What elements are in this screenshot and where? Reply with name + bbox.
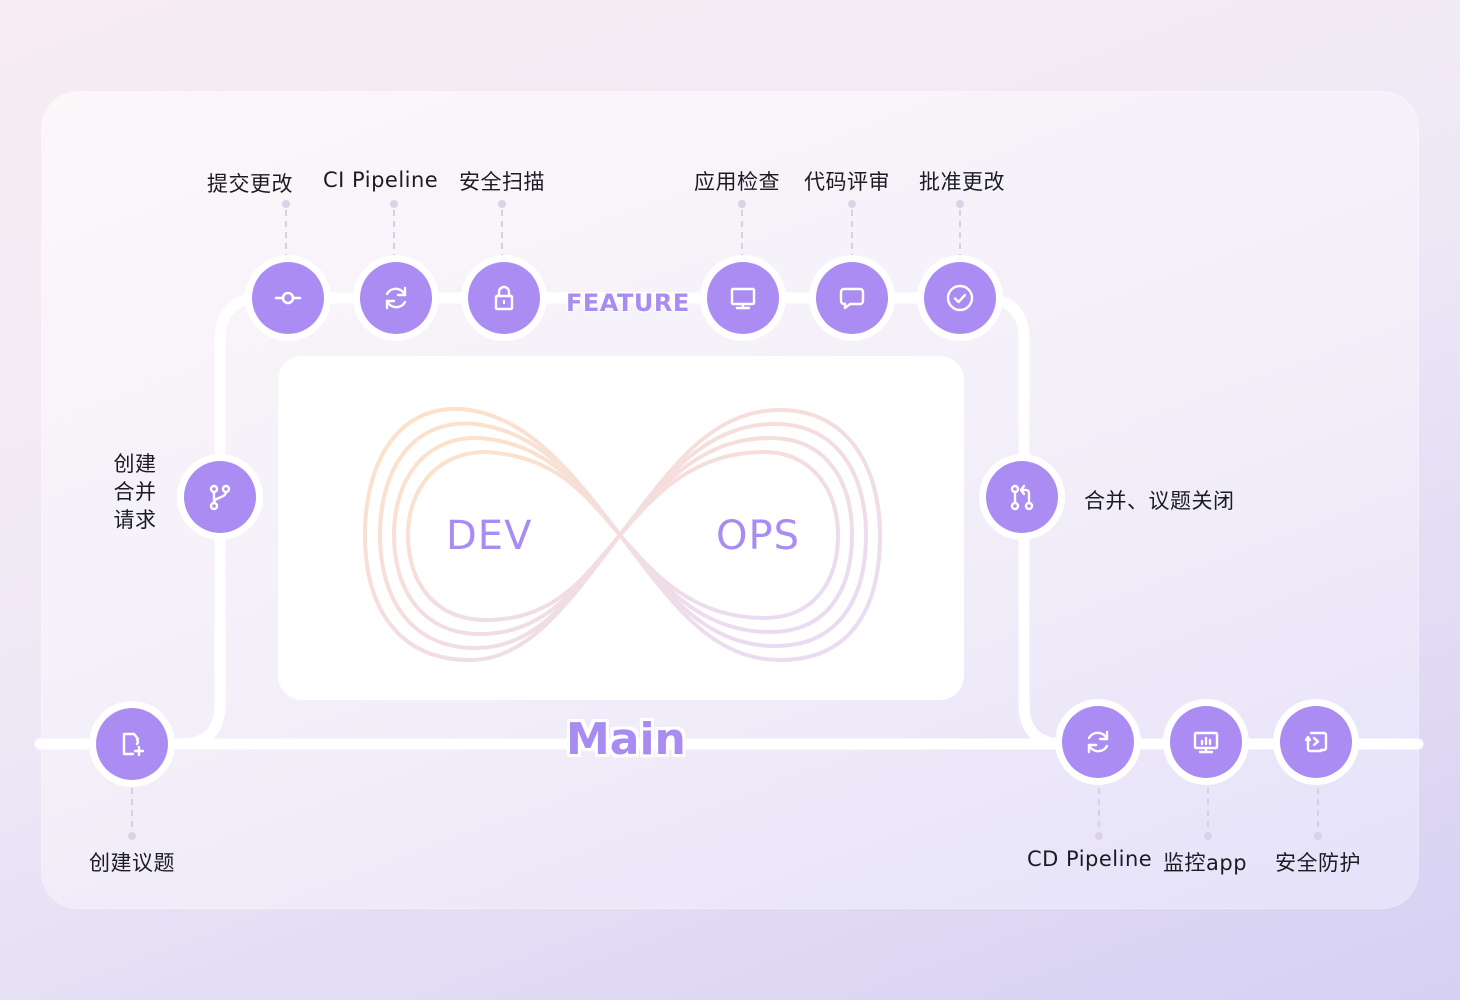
- feature-branch-line: [179, 292, 1065, 750]
- step-label-merge-close: 合并、议题关闭: [1084, 489, 1235, 513]
- node-create-mr[interactable]: [177, 454, 263, 540]
- step-label-app-check: 应用检查: [694, 170, 780, 194]
- feature-branch-label: FEATURE: [566, 289, 690, 317]
- check-circle-icon: [946, 284, 974, 312]
- sync-icon: [1087, 730, 1109, 754]
- monitor-icon: [730, 287, 756, 310]
- dev-word: DEV: [446, 513, 533, 559]
- node-ci-pipeline[interactable]: [353, 255, 439, 341]
- connectors-top: [285, 210, 961, 256]
- step-label-approve: 批准更改: [919, 170, 1005, 194]
- step-label-commit: 提交更改: [207, 172, 293, 196]
- node-security-scan[interactable]: [461, 255, 547, 341]
- connector-dots-bottom: [128, 832, 1322, 840]
- step-label-security-scan: 安全扫描: [459, 170, 545, 194]
- terminal-shield-icon: [1304, 731, 1328, 753]
- monitor-chart-icon: [1193, 731, 1219, 754]
- main-branch-label: Main: [566, 714, 686, 765]
- step-label-protect: 安全防护: [1275, 851, 1361, 875]
- connector-dots-top: [282, 200, 964, 208]
- commit-icon: [274, 291, 302, 305]
- step-label-ci: CI Pipeline: [323, 168, 439, 192]
- ops-word: OPS: [716, 513, 800, 559]
- node-create-issue[interactable]: [89, 701, 175, 787]
- node-commit[interactable]: [245, 255, 331, 341]
- git-pull-request-icon: [1010, 484, 1034, 511]
- file-plus-icon: [122, 732, 145, 757]
- node-app-check[interactable]: [700, 255, 786, 341]
- node-cd-pipeline[interactable]: [1055, 699, 1141, 785]
- node-code-review[interactable]: [809, 255, 895, 341]
- node-approve[interactable]: [917, 255, 1003, 341]
- connectors-bottom: [131, 788, 1319, 830]
- step-label-create-issue: 创建议题: [89, 851, 175, 875]
- lock-icon: [494, 285, 514, 311]
- node-security-protect[interactable]: [1273, 699, 1359, 785]
- step-label-create-mr: 创建合并请求: [113, 452, 157, 532]
- comment-icon: [839, 287, 865, 310]
- node-monitor-app[interactable]: [1163, 699, 1249, 785]
- step-label-cd: CD Pipeline: [1027, 847, 1153, 871]
- git-branch-icon: [209, 484, 231, 511]
- sync-icon: [385, 286, 407, 310]
- node-merge-close[interactable]: [979, 454, 1065, 540]
- step-label-code-review: 代码评审: [804, 170, 890, 194]
- step-label-monitor: 监控app: [1163, 851, 1248, 875]
